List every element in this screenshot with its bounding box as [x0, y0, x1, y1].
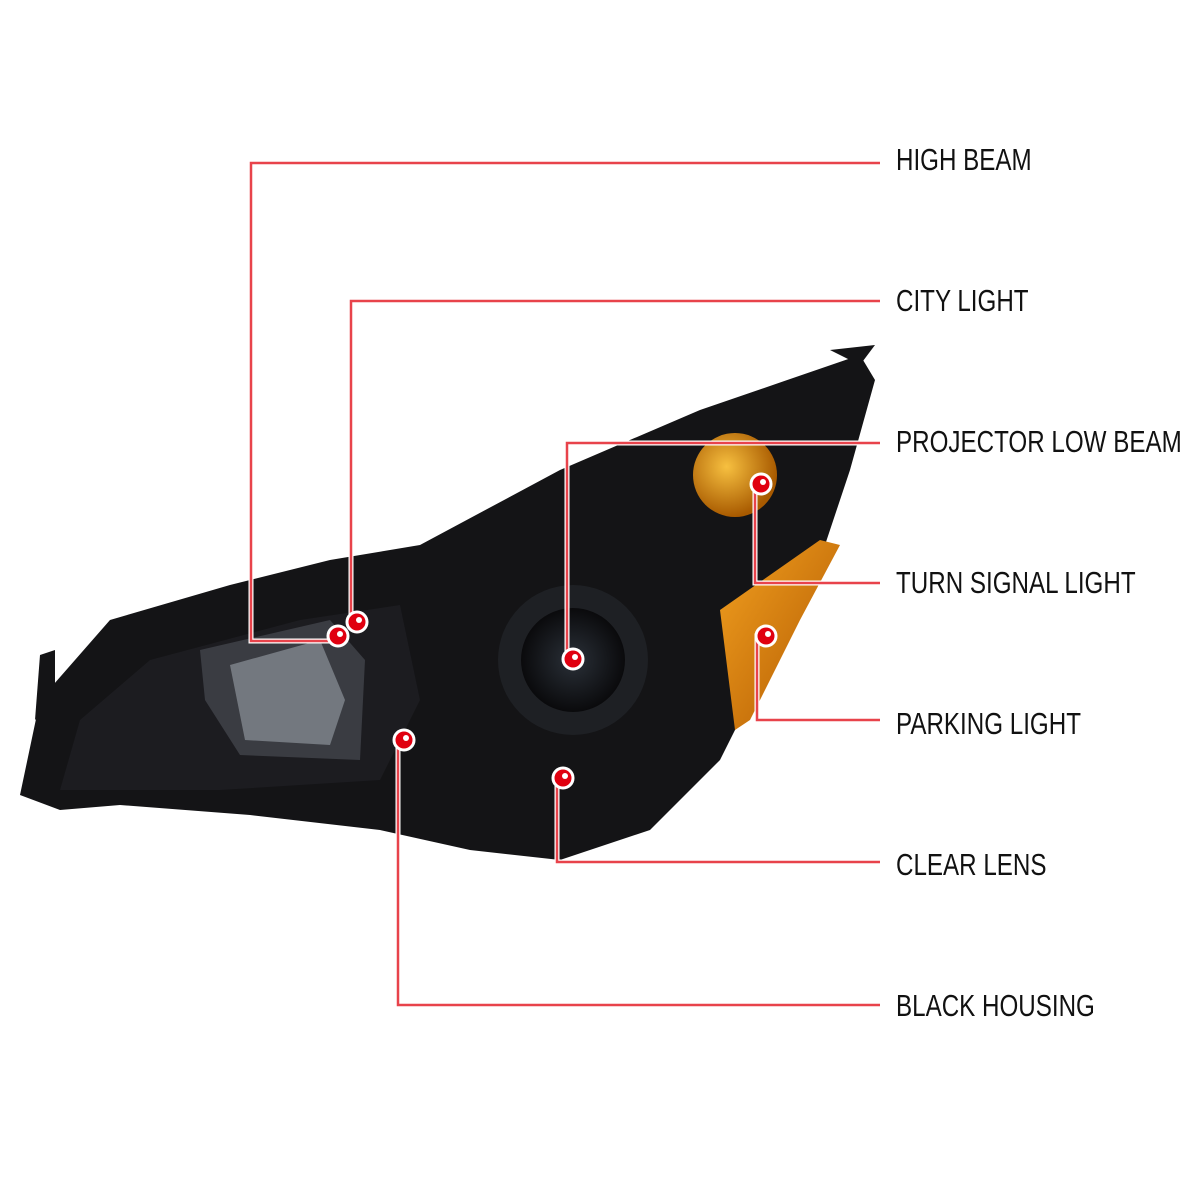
label-city-light: CITY LIGHT	[896, 283, 1029, 318]
label-parking-light: PARKING LIGHT	[896, 706, 1081, 741]
marker-highlight	[337, 631, 343, 637]
label-high-beam: HIGH BEAM	[896, 142, 1032, 177]
marker-highlight	[572, 654, 578, 660]
headlight-housing	[20, 345, 875, 860]
marker-highlight	[765, 631, 771, 637]
label-turn-signal-light: TURN SIGNAL LIGHT	[896, 565, 1136, 600]
marker-highlight	[356, 617, 362, 623]
marker-highlight	[760, 479, 766, 485]
label-clear-lens: CLEAR LENS	[896, 847, 1047, 882]
label-black-housing: BLACK HOUSING	[896, 988, 1095, 1023]
marker-highlight	[562, 773, 568, 779]
marker-highlight	[403, 735, 409, 741]
high-beam-leader	[249, 161, 880, 643]
label-projector-low-beam: PROJECTOR LOW BEAM	[896, 424, 1182, 459]
